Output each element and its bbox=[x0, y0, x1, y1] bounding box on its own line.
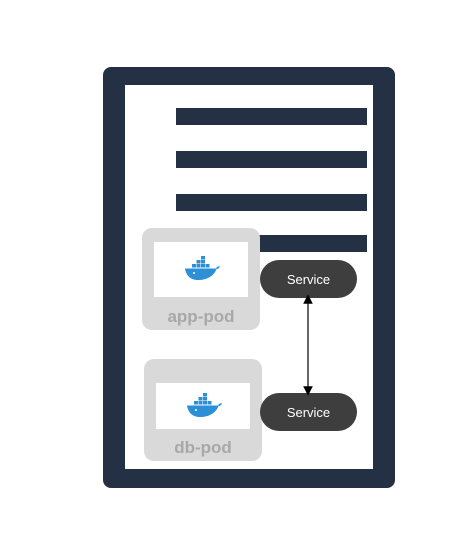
pod-label: db-pod bbox=[174, 438, 232, 457]
document-text-line bbox=[176, 108, 367, 125]
pod-container-window bbox=[156, 383, 250, 429]
document-text-line bbox=[176, 194, 367, 211]
app-pod: app-pod bbox=[142, 228, 260, 330]
docker-whale-icon bbox=[185, 256, 220, 280]
pod-container-window bbox=[154, 242, 248, 297]
docker-whale-icon bbox=[187, 393, 222, 417]
db-service-node: Service bbox=[260, 393, 357, 431]
pod-label: app-pod bbox=[167, 307, 235, 326]
db-pod: db-pod bbox=[144, 359, 262, 461]
app-service-node: Service bbox=[260, 260, 357, 298]
document-text-line bbox=[176, 151, 367, 168]
